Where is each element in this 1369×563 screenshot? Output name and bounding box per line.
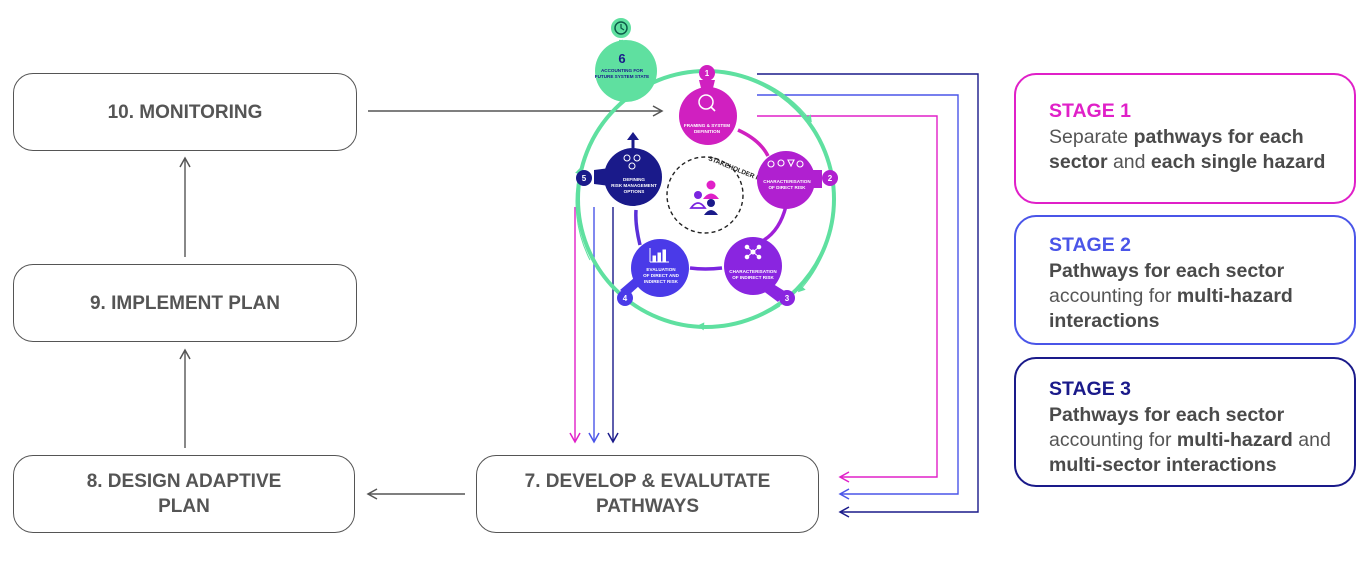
step1-number: 1 <box>705 69 710 78</box>
step5-number: 5 <box>582 174 587 183</box>
hazard-icons <box>767 159 804 168</box>
step3-line1: CHARACTERISATION <box>729 269 777 274</box>
chart-icon <box>649 248 669 263</box>
stage-2-title: STAGE 2 <box>1049 234 1131 256</box>
step4-line1: EVALUATION <box>646 267 676 272</box>
stage-3-card: STAGE 3 Pathways for each sector account… <box>1014 357 1356 487</box>
stage-2-card: STAGE 2 Pathways for each sector account… <box>1014 215 1356 345</box>
magnifier-icon <box>698 94 714 110</box>
options-icon <box>623 154 641 170</box>
step2-line2: OF DIRECT RISK <box>768 185 806 190</box>
stage-1-line1: Separate pathways for each <box>1049 126 1304 148</box>
stage-3-line1: Pathways for each sector <box>1049 404 1285 426</box>
box-design-line2: PLAN <box>158 496 210 517</box>
step6-line2: FUTURE SYSTEM STATE <box>595 74 649 79</box>
stage-2-line3: interactions <box>1049 310 1160 332</box>
cycle-step-2: 2 CHARACTERISATION OF DIRECT RISK <box>757 151 838 209</box>
stage-3-line2: accounting for multi-hazard and <box>1049 429 1331 451</box>
box-monitoring: 10. MONITORING <box>13 73 357 151</box>
step5-line3: OPTIONS <box>624 189 645 194</box>
cycle-step-4: 4 EVALUATION OF DIRECT AND INDIRECT RISK <box>617 239 689 306</box>
stage-1-card: STAGE 1 Separate pathways for each secto… <box>1014 73 1356 204</box>
box-design-plan: 8. DESIGN ADAPTIVE PLAN <box>13 455 355 533</box>
step2-line1: CHARACTERISATION <box>763 179 811 184</box>
step5-line1: DEFINING <box>623 177 645 182</box>
step4-line2: OF DIRECT AND <box>643 273 679 278</box>
cycle-step-6: 6 ACCOUNTING FOR FUTURE SYSTEM STATE <box>595 16 657 102</box>
box-develop-line1: 7. DEVELOP & EVALUTATE <box>524 471 771 492</box>
stage-1-line2: sector and each single hazard <box>1049 151 1326 173</box>
cycle-step-5: 5 DEFINING RISK MANAGEMENT OPTIONS <box>576 132 662 206</box>
step1-line1: FRAMING & SYSTEM <box>684 123 730 128</box>
step5-line2: RISK MANAGEMENT <box>611 183 657 188</box>
step4-number: 4 <box>623 294 628 303</box>
stage3-return-line <box>757 73 979 518</box>
stage-3-line3: multi-sector interactions <box>1049 454 1277 476</box>
step3-number: 3 <box>785 294 790 303</box>
network-icon <box>744 244 762 260</box>
box-implement-label: 9. IMPLEMENT PLAN <box>89 292 280 314</box>
stage2-return-line <box>757 94 959 500</box>
stage-3-title: STAGE 3 <box>1049 378 1131 400</box>
box-implement-plan: 9. IMPLEMENT PLAN <box>13 264 357 342</box>
stage-2-line1: Pathways for each sector <box>1049 260 1285 282</box>
stage1-return-line <box>757 115 938 483</box>
step4-line3: INDIRECT RISK <box>644 279 679 284</box>
stage-1-title: STAGE 1 <box>1049 100 1131 122</box>
step3-line2: OF INDIRECT RISK <box>732 275 774 280</box>
box-develop-pathways: 7. DEVELOP & EVALUTATE PATHWAYS <box>476 455 819 533</box>
step6-number: 6 <box>618 51 625 66</box>
inner-cycle-connectors <box>634 128 788 271</box>
people-icon <box>689 180 719 215</box>
cycle-step-3: 3 CHARACTERISATION OF INDIRECT RISK <box>724 237 795 306</box>
step6-line1: ACCOUNTING FOR <box>601 68 644 73</box>
stage-2-line2: accounting for multi-hazard <box>1049 285 1293 307</box>
cycle-step-1: 1 FRAMING & SYSTEM DEFINITION <box>679 65 737 145</box>
box-design-line1: 8. DESIGN ADAPTIVE <box>86 471 282 492</box>
step2-number: 2 <box>828 174 833 183</box>
cycle-down-arrows <box>569 207 619 444</box>
box-monitoring-label: 10. MONITORING <box>107 101 263 123</box>
box-develop-line2: PATHWAYS <box>595 496 700 517</box>
stage-return-lines <box>757 73 979 518</box>
step1-line2: DEFINITION <box>694 129 721 134</box>
